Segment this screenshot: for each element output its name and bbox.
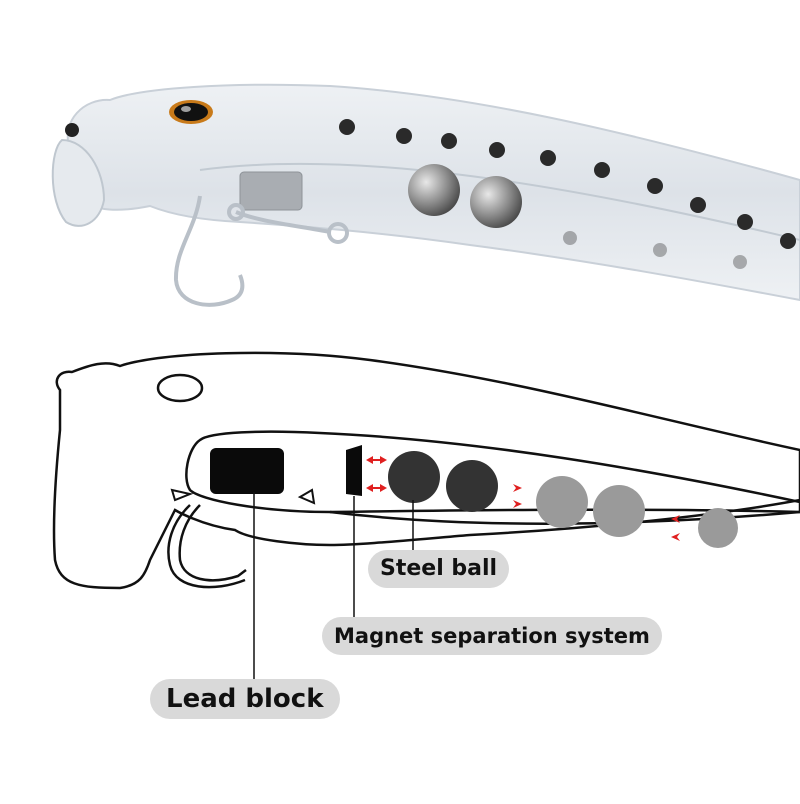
double-arrow-icon: [366, 484, 387, 492]
lure-outline: [52, 351, 800, 590]
lure-photo-ball: [470, 176, 522, 228]
steel-ball-dark: [388, 451, 440, 503]
steel-ball-dark: [446, 460, 498, 512]
arrow-icons: [366, 456, 680, 541]
lure-eye-outline: [156, 373, 204, 403]
fishing-lure-photo: [51, 83, 800, 307]
lure-eye-icon: [169, 100, 213, 124]
hook-outline: [167, 504, 247, 589]
treble-hook-icon: [173, 195, 349, 307]
lure-photo-ball: [408, 164, 460, 216]
hook-eye-outline: [297, 488, 316, 505]
lure-photo-lip: [51, 138, 106, 227]
steel-ball-label: Steel ball: [368, 550, 510, 588]
lure-photo-chamber: [199, 162, 800, 241]
steel-ball-light: [593, 485, 645, 537]
tail-notch: [170, 488, 194, 502]
magnet-system-label: Magnet separation system: [322, 617, 662, 655]
double-arrow-icon: [366, 456, 387, 464]
lead-block-label: Lead block: [150, 679, 340, 719]
lure-photo-dots: [339, 119, 796, 269]
steel-ball-light: [536, 476, 588, 528]
steel-ball-light: [698, 508, 738, 548]
left-arrow-icon: [671, 515, 680, 541]
right-arrow-icon: [513, 484, 522, 508]
lure-photo-lead: [239, 171, 303, 211]
magnet-shape: [346, 445, 362, 496]
lead-block-shape: [210, 448, 284, 494]
lure-schematic: [52, 351, 800, 681]
leader-lines: [253, 492, 414, 681]
lure-photo-nose-dot: [65, 123, 79, 137]
